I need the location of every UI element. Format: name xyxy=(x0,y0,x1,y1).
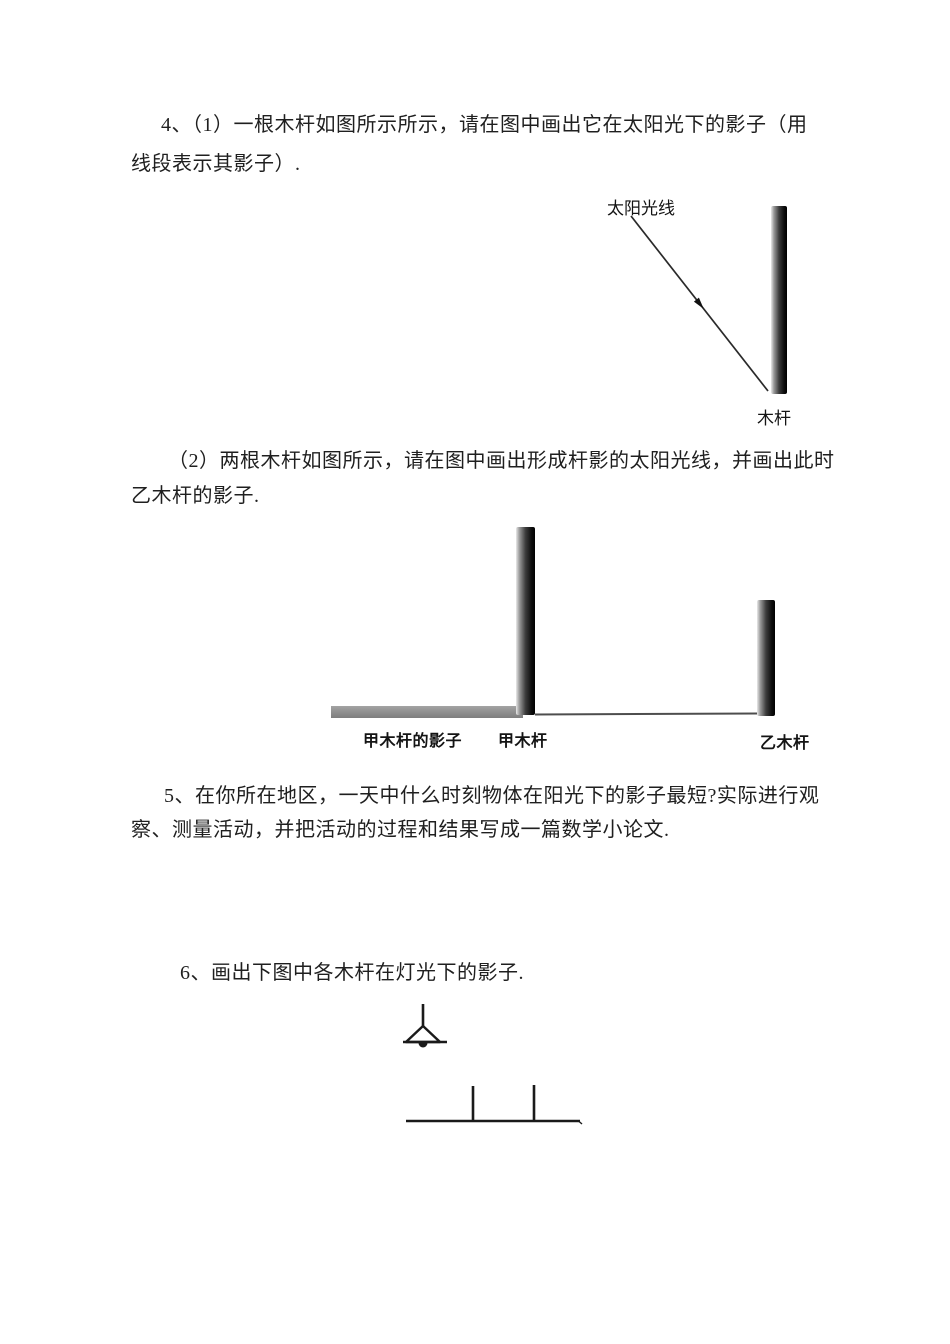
question-4-part2-line-2: 乙木杆的影子. xyxy=(131,485,260,507)
question-4-part1-line-2: 线段表示其影子）. xyxy=(131,153,301,175)
question-4-part1-line-1: 4、（1）一根木杆如图所示所示，请在图中画出它在太阳光下的影子（用 xyxy=(161,114,808,136)
pole-a-graphic xyxy=(516,527,535,715)
question-5-line-1: 5、在你所在地区，一天中什么时刻物体在阳光下的影子最短?实际进行观 xyxy=(164,785,820,807)
lamp-diagram-canvas xyxy=(403,1004,583,1125)
wood-pole-graphic xyxy=(771,206,787,394)
question-5-line-2: 察、测量活动，并把活动的过程和结果写成一篇数学小论文. xyxy=(131,819,670,841)
figure-sunray-diagram: 太阳光线 木杆 xyxy=(580,190,880,440)
sun-ray-arrowhead-icon xyxy=(693,297,704,309)
pole-b-label: 乙木杆 xyxy=(760,735,810,752)
sunray-diagram-canvas xyxy=(630,206,787,394)
two-poles-diagram-canvas xyxy=(331,527,775,718)
figure-two-poles-diagram: 甲木杆的影子 甲木杆 乙木杆 xyxy=(325,520,835,760)
sun-ray-label: 太阳光线 xyxy=(607,199,675,218)
question-6-line-1: 6、画出下图中各木杆在灯光下的影子. xyxy=(180,962,524,984)
pole-a-shadow-label: 甲木杆的影子 xyxy=(363,733,463,750)
wood-pole-label: 木杆 xyxy=(757,409,791,428)
ground-line xyxy=(534,712,758,716)
pole-a-label: 甲木杆 xyxy=(498,733,548,750)
pole-a-shadow-bar xyxy=(331,706,523,718)
ground-line-end-tick xyxy=(578,1120,583,1125)
hanging-lamp-icon xyxy=(403,1004,447,1048)
figure-lamp-diagram xyxy=(380,1000,610,1135)
pole-b-graphic xyxy=(757,600,775,716)
question-4-part2-line-1: （2）两根木杆如图所示，请在图中画出形成杆影的太阳光线，并画出此时 xyxy=(168,450,835,472)
